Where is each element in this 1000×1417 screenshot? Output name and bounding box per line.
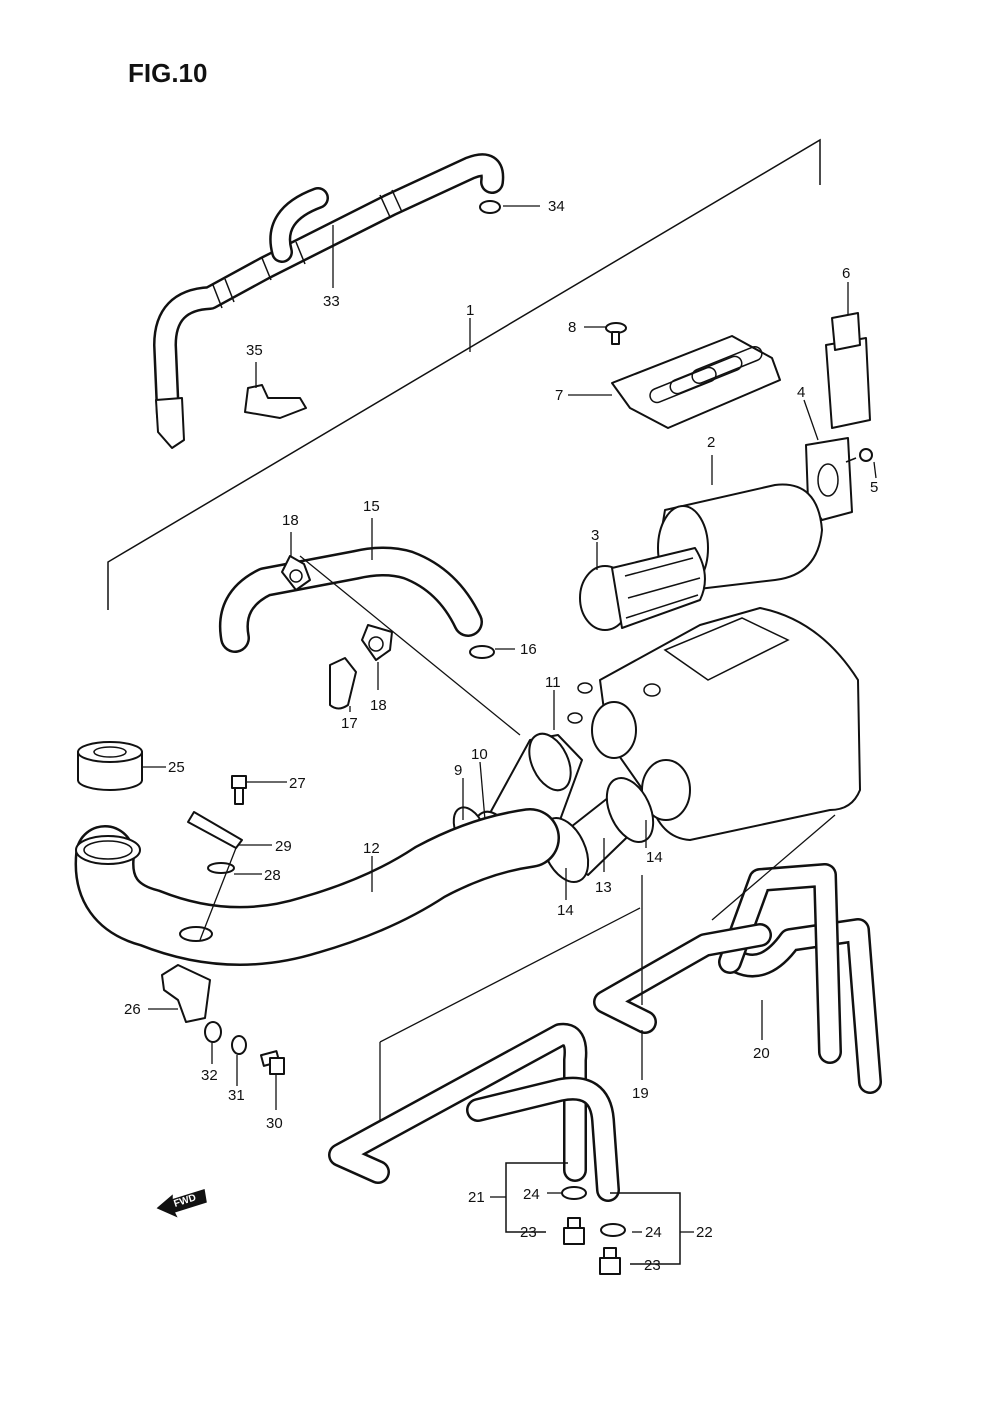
part-labels: 1 2 3 4 5 6 7 8 9 10 11 12 13 14 14 15 1… xyxy=(124,198,878,1274)
hose-clip xyxy=(479,200,540,214)
part-label: 15 xyxy=(363,498,380,515)
part-label: 14 xyxy=(557,902,574,919)
part-label: 13 xyxy=(595,879,612,896)
washer-32 xyxy=(204,1021,222,1064)
clip-24-left xyxy=(561,1186,587,1200)
part-label: 31 xyxy=(228,1087,245,1104)
part-label: 34 xyxy=(548,198,565,215)
part-label: 12 xyxy=(363,840,380,857)
part-label: 11 xyxy=(545,674,561,691)
drain-hose-20 xyxy=(718,863,882,1094)
assembly-bracket xyxy=(107,138,821,610)
air-cleaner-cover xyxy=(568,335,781,429)
part-label: 16 xyxy=(520,641,537,658)
clip-16 xyxy=(469,645,515,659)
cover-screw xyxy=(584,322,627,345)
part-label: 35 xyxy=(246,342,263,359)
part-label: 33 xyxy=(323,293,340,310)
filter-bracket xyxy=(825,282,871,429)
part-label: 4 xyxy=(797,384,805,401)
bracket-26 xyxy=(148,964,211,1023)
part-label: 18 xyxy=(370,697,387,714)
part-label: 5 xyxy=(870,479,878,496)
bolt-30 xyxy=(259,1050,285,1110)
drain-hose-19 xyxy=(593,923,772,1080)
drain-hose-21 xyxy=(328,1022,588,1184)
part-label: 2 xyxy=(707,434,715,451)
part-label: 23 xyxy=(520,1224,537,1241)
clip-24-right xyxy=(600,1223,626,1237)
part-label: 7 xyxy=(555,387,563,404)
part-label: 32 xyxy=(201,1067,218,1084)
part-label: 25 xyxy=(168,759,185,776)
group-bracket-22 xyxy=(610,1192,694,1265)
part-label: 18 xyxy=(282,512,299,529)
mounting-plate xyxy=(803,399,853,521)
intake-pipe xyxy=(74,808,560,966)
part-label: 1 xyxy=(466,302,474,319)
nut-31 xyxy=(231,1035,247,1086)
part-label: 22 xyxy=(696,1224,713,1241)
part-label: 30 xyxy=(266,1115,283,1132)
grommet-25 xyxy=(77,741,166,791)
forward-arrow: FWD xyxy=(156,1189,207,1218)
vent-hose-15 xyxy=(218,518,483,653)
part-label: 10 xyxy=(471,746,488,763)
part-label: 28 xyxy=(264,867,281,884)
part-label: 14 xyxy=(646,849,663,866)
part-label: 23 xyxy=(644,1257,661,1274)
part-label: 3 xyxy=(591,527,599,544)
breather-hose xyxy=(153,153,505,449)
filter-cage xyxy=(579,542,706,631)
hose-clamp-18-lower xyxy=(361,624,393,690)
part-label: 27 xyxy=(289,775,306,792)
plate-bolt xyxy=(845,448,877,479)
part-label: 17 xyxy=(341,715,358,732)
part-label: 29 xyxy=(275,838,292,855)
group-bracket-21 xyxy=(490,1162,568,1233)
air-cleaner-case xyxy=(567,607,861,841)
part-label: 6 xyxy=(842,265,850,282)
part-label: 24 xyxy=(523,1186,540,1203)
washer-28 xyxy=(207,862,262,875)
cap-17 xyxy=(329,657,357,712)
part-label: 21 xyxy=(468,1189,485,1206)
part-label: 9 xyxy=(454,762,462,779)
drain-hose-22 xyxy=(466,1076,620,1202)
figure-title: FIG.10 xyxy=(128,58,207,88)
part-label: 19 xyxy=(632,1085,649,1102)
part-label: 20 xyxy=(753,1045,770,1062)
plug-23-right xyxy=(599,1247,621,1275)
bolt-27 xyxy=(231,775,287,805)
plug-23-left xyxy=(563,1217,585,1245)
hose-clamp xyxy=(244,362,307,419)
part-label: 24 xyxy=(645,1224,662,1241)
hose-clamp-18-upper xyxy=(281,532,311,591)
part-label: 26 xyxy=(124,1001,141,1018)
bracket-29 xyxy=(187,811,272,849)
part-label: 8 xyxy=(568,319,576,336)
